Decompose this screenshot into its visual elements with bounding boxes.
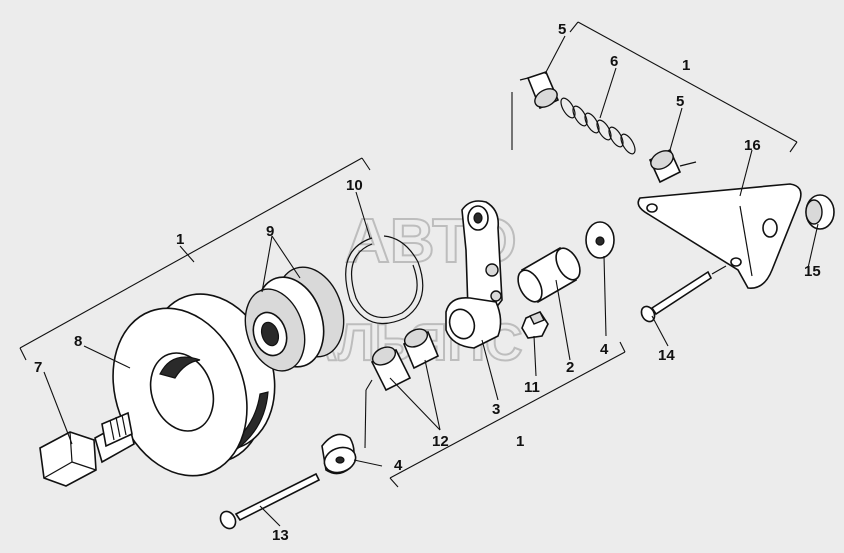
leader-lines [43,35,819,527]
long-bolt [219,379,373,530]
callout-6: 6 [610,53,618,70]
mounting-bracket [637,183,802,289]
callout-2: 2 [566,359,574,376]
callout-16: 16 [744,137,761,154]
callout-1-bottom: 1 [516,433,524,450]
callout-12: 12 [432,433,449,450]
callout-14: 14 [658,347,675,364]
callout-labels: 1 1 1 2 3 4 4 5 5 6 7 8 9 10 11 12 13 14… [34,21,821,544]
callout-7: 7 [34,359,42,376]
callout-15: 15 [804,263,821,280]
callout-13: 13 [272,527,289,544]
snap-ring [345,235,424,325]
callout-4-lower: 4 [394,457,403,474]
callout-4-upper: 4 [600,341,609,358]
bushings [370,328,440,392]
callout-8: 8 [74,333,82,350]
callout-10: 10 [346,177,363,194]
callout-5-lower: 5 [676,93,684,110]
small-nut [521,311,549,339]
callout-5-upper: 5 [558,21,566,38]
pulley [112,293,276,477]
washer-upper [585,221,615,259]
callout-3: 3 [492,401,500,418]
tensioner-arm [445,200,503,349]
end-cap [805,194,835,230]
assembly-brackets [19,21,798,488]
roller-sleeve [517,246,581,304]
callout-1-top: 1 [682,57,690,74]
callout-11: 11 [524,379,540,396]
callout-9: 9 [266,223,274,240]
bracket-bolt [640,265,727,323]
bearings [244,266,345,372]
spring-assembly [511,71,697,184]
callout-1-left: 1 [176,231,184,248]
washer-lower [321,433,357,475]
pulley-bolt [39,411,135,487]
